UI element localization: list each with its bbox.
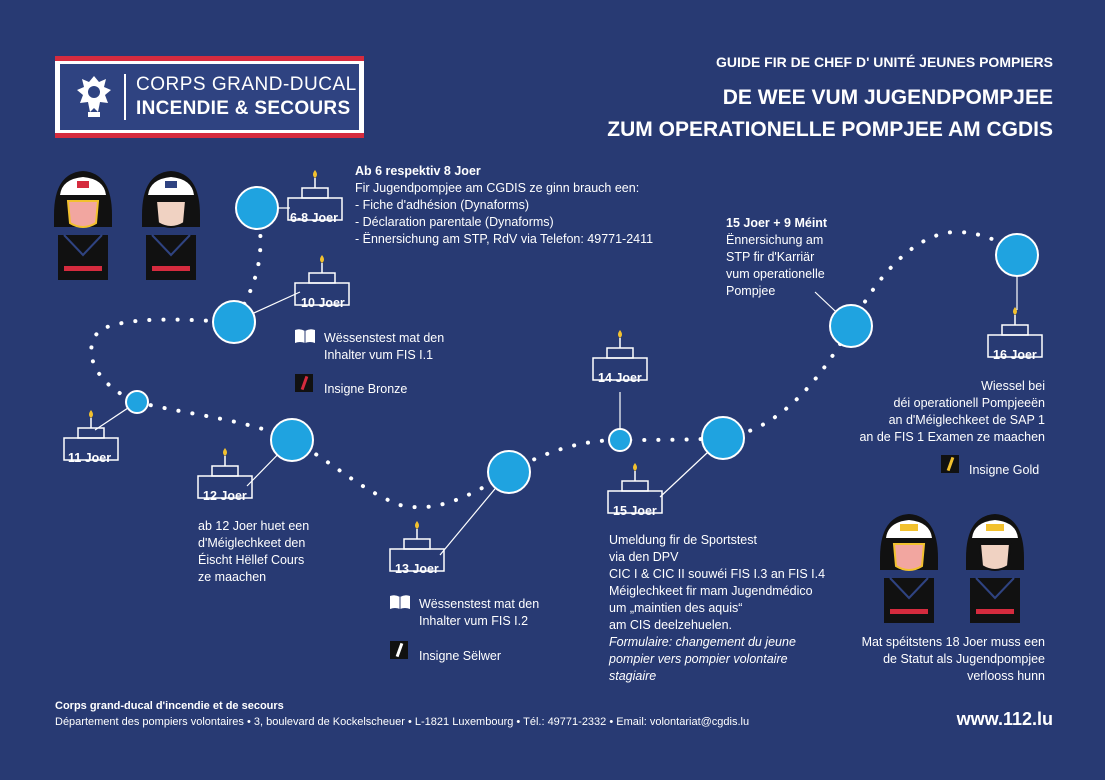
insigne-gold-icon [941, 455, 959, 473]
cake-icon [294, 255, 350, 306]
age-label: 14 Joer [598, 371, 642, 385]
firefighter-icon [880, 514, 938, 623]
footer-org: Corps grand-ducal d'incendie et de secou… [55, 700, 284, 712]
firefighter-illustrations-bottom [880, 514, 1024, 623]
career-block: 15 Joer + 9 Méint Ënnersichung am STP fi… [726, 215, 827, 300]
text-line: verlooss hunn [967, 669, 1045, 683]
text-line: an de FIS 1 Examen ze maachen [859, 430, 1045, 444]
insigne-silver-icon [390, 641, 408, 659]
age-label: 12 Joer [203, 489, 247, 503]
insigne-bronze-icon [295, 374, 313, 392]
text-line: stagiaire [609, 669, 657, 683]
text-line: Wëssenstest mat den [419, 597, 540, 611]
book-icon [390, 595, 410, 609]
firefighter-icon [142, 171, 200, 280]
node-11 [125, 390, 149, 414]
node-6-8 [235, 186, 279, 230]
cake-icon [607, 463, 663, 514]
text-line: via den DPV [609, 550, 679, 564]
age-label: 16 Joer [993, 348, 1037, 362]
title-line2: ZUM OPERATIONELLE POMPJEE AM CGDIS [607, 118, 1053, 141]
cgdis-logo: CORPS GRAND-DUCAL INCENDIE & SECOURS [55, 56, 364, 138]
firefighter-illustrations-top [54, 171, 200, 280]
text-line: CIC I & CIC II souwéi FIS I.3 an FIS I.4 [609, 567, 826, 581]
node-14 [608, 428, 632, 452]
text-line: ab 12 Joer huet een [198, 519, 310, 533]
intro-block: Ab 6 respektiv 8 Joer Fir Jugendpompjee … [355, 163, 653, 248]
text-line: vum operationelle [726, 267, 825, 281]
age-label: 10 Joer [301, 296, 345, 310]
firefighter-icon [54, 171, 112, 280]
text-line: STP fir d'Karriär [726, 250, 815, 264]
intro-heading: Ab 6 respektiv 8 Joer [355, 164, 481, 178]
guide-subtitle: GUIDE FIR DE CHEF D' UNITÉ JEUNES POMPIE… [715, 54, 1053, 70]
end-note: Mat spéitstens 18 Joer muss een de Statu… [862, 634, 1045, 685]
book-icon [295, 329, 315, 343]
age-label: 15 Joer [613, 504, 657, 518]
age-label: 13 Joer [395, 562, 439, 576]
cake-icon [63, 410, 119, 461]
lion-crest-icon [77, 76, 111, 117]
age-label: 6-8 Joer [290, 211, 338, 225]
text-line: de Statut als Jugendpompjee [883, 652, 1045, 666]
title-line1: DE WEE VUM JUGENDPOMPJEE [722, 86, 1053, 109]
cake-icon [592, 330, 648, 381]
text-line: d'Méiglechkeet den [198, 536, 306, 550]
badge-label: Insigne Bronze [324, 382, 408, 396]
logo-line2: INCENDIE & SECOURS [136, 98, 351, 119]
text-line: Umeldung fir de Sportstest [609, 533, 757, 547]
text-line: Méiglechkeet fir mam Jugendmédico [609, 584, 813, 598]
text-line: ze maachen [198, 570, 267, 584]
fis-1-2-text: Wëssenstest mat den Inhalter vum FIS I.2 [419, 596, 539, 630]
text-line: um „maintien des aquis“ [609, 601, 743, 615]
cake-icon [389, 521, 445, 572]
age-label: 11 Joer [68, 451, 112, 465]
badge-label: Insigne Gold [969, 463, 1040, 477]
node-13 [487, 450, 531, 494]
cake-icon [987, 307, 1043, 358]
fis-1-1-text: Wëssenstest mat den Inhalter vum FIS I.1 [324, 330, 444, 364]
text-line: an d'Méiglechkeet de SAP 1 [888, 413, 1045, 427]
text-line: Inhalter vum FIS I.1 [324, 348, 434, 362]
cake-icon [197, 448, 253, 499]
node-15 [701, 416, 745, 460]
intro-line: - Déclaration parentale (Dynaforms) [355, 215, 554, 229]
operational-text: Wiessel bei déi operationell Pompjeeën a… [859, 378, 1045, 446]
intro-line: - Ënnersichung am STP, RdV via Telefon: … [355, 232, 654, 246]
badge-label: Insigne Sëlwer [419, 649, 501, 663]
text-line: Mat spéitstens 18 Joer muss een [861, 635, 1045, 649]
intro-line: Fir Jugendpompjee am CGDIS ze ginn brauc… [355, 181, 640, 195]
intro-line: - Fiche d'adhésion (Dynaforms) [355, 198, 529, 212]
text-line: Ënnersichung am [726, 233, 824, 247]
footer-address: Département des pompiers volontaires • 3… [55, 716, 750, 728]
text-line: Inhalter vum FIS I.2 [419, 614, 529, 628]
node-12 [270, 418, 314, 462]
text-line: Pompjee [726, 284, 776, 298]
dotted-path [89, 206, 1019, 510]
text-line: Wëssenstest mat den [324, 331, 445, 345]
first-aid-text: ab 12 Joer huet een d'Méiglechkeet den É… [198, 518, 309, 586]
firefighter-icon [966, 514, 1024, 623]
node-16 [995, 233, 1039, 277]
cake-icon [287, 170, 343, 221]
logo-line1: CORPS GRAND-DUCAL [136, 74, 357, 95]
text-line: déi operationell Pompjeeën [893, 396, 1046, 410]
text-line: pompier vers pompier volontaire [609, 652, 788, 666]
node-15-9 [829, 304, 873, 348]
career-heading: 15 Joer + 9 Méint [726, 216, 828, 230]
text-line: am CIS deelzehuelen. [609, 618, 732, 632]
node-10 [212, 300, 256, 344]
sportstest-text: Umeldung fir de Sportstest via den DPV C… [609, 532, 825, 685]
text-line: Formulaire: changement du jeune [609, 635, 796, 649]
website-link[interactable]: www.112.lu [956, 709, 1053, 729]
text-line: Wiessel bei [981, 379, 1045, 393]
text-line: Éischt Hëllef Cours [198, 553, 305, 567]
